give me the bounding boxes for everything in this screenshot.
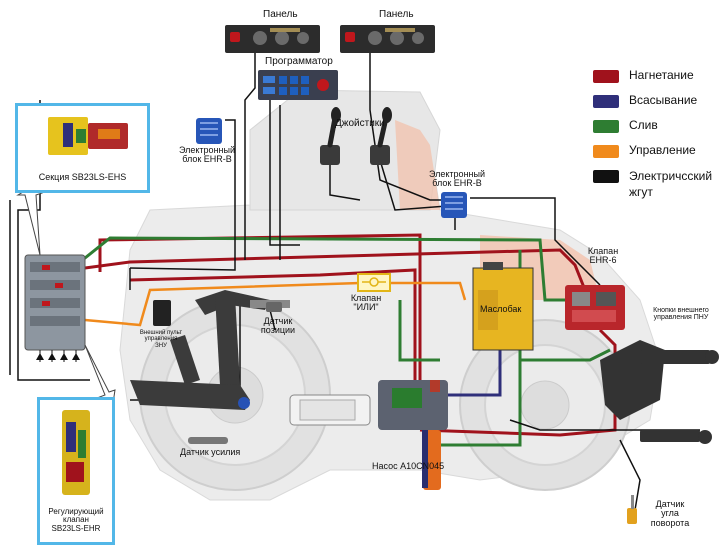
valve-box-label: Регулирующий клапан SB23LS-EHR bbox=[40, 508, 112, 533]
force-sensor-device bbox=[188, 437, 228, 444]
legend-swatch bbox=[593, 170, 619, 183]
position-sensor-label: Датчик позиции bbox=[253, 317, 303, 336]
external-buttons-label-line1: Кнопки внешнего bbox=[653, 307, 709, 314]
external-console-label-line3: ЗНУ bbox=[155, 343, 167, 349]
ehr-right-label: Электронный блок EHR-B bbox=[421, 170, 493, 189]
legend-swatch bbox=[593, 70, 619, 83]
control-panel-right bbox=[340, 25, 435, 53]
programmer-unit bbox=[258, 70, 338, 100]
position-sensor-label-line2: позиции bbox=[261, 325, 295, 335]
pump-label: Насос A10CN045 bbox=[372, 462, 444, 471]
turn-sensor-label-line3: поворота bbox=[651, 518, 689, 528]
ehr6-label-line2: ЕНR-6 bbox=[589, 255, 616, 265]
ehr6-valve-device bbox=[565, 285, 625, 330]
ehr-block-right bbox=[441, 192, 467, 218]
oil-tank-label: Маслобак bbox=[480, 305, 521, 314]
panel-label-left: Панель bbox=[263, 10, 298, 21]
position-sensor-device bbox=[266, 302, 282, 312]
force-sensor-label: Датчик усилия bbox=[180, 448, 240, 457]
legend-swatch bbox=[593, 120, 619, 133]
turn-sensor-label: Датчик угла поворота bbox=[640, 500, 700, 528]
or-valve-device bbox=[358, 274, 390, 291]
valve-box: Регулирующий клапан SB23LS-EHR bbox=[37, 397, 115, 545]
control-panel-left bbox=[225, 25, 320, 53]
or-valve-label: Клапан "ИЛИ" bbox=[336, 294, 396, 313]
ehr-left-label: Электронный блок EHR-B bbox=[171, 146, 243, 165]
ehr-left-label-line2: блок EHR-B bbox=[182, 154, 232, 164]
valve-stack-left bbox=[25, 255, 85, 362]
section-box-label: Секция SB23LS-EHS bbox=[18, 173, 147, 182]
external-buttons-label: Кнопки внешнего управления ПНУ bbox=[642, 307, 720, 322]
programmer-label: Программатор bbox=[265, 57, 333, 68]
ehr6-label: Клапан ЕНR-6 bbox=[578, 247, 628, 266]
joysticks-label: Джойстики bbox=[335, 119, 385, 130]
turn-angle-sensor-device bbox=[627, 495, 637, 524]
legend-swatch bbox=[593, 95, 619, 108]
ehr-right-label-line2: блок EHR-B bbox=[432, 178, 482, 188]
section-box: Секция SB23LS-EHS bbox=[15, 103, 150, 193]
external-console-label: Внешний пульт управления ЗНУ bbox=[131, 330, 191, 349]
legend-label: Электричсский жгут bbox=[629, 168, 720, 200]
panel-label-right: Панель bbox=[379, 10, 414, 21]
external-buttons-label-line2: управления ПНУ bbox=[654, 314, 709, 321]
external-console-device bbox=[153, 300, 171, 326]
ehr-block-left bbox=[196, 118, 222, 144]
legend-label: Всасывание bbox=[629, 93, 697, 107]
external-console-label-line1: Внешний пульт bbox=[140, 330, 182, 336]
legend-label: Управление bbox=[629, 143, 696, 157]
or-valve-label-line2: "ИЛИ" bbox=[353, 302, 378, 312]
external-console-label-line2: управления bbox=[145, 336, 178, 342]
legend-label: Нагнетание bbox=[629, 68, 694, 82]
legend-label: Слив bbox=[629, 118, 658, 132]
valve-box-label-line3: SB23LS-EHR bbox=[52, 524, 101, 533]
legend-swatch bbox=[593, 145, 619, 158]
